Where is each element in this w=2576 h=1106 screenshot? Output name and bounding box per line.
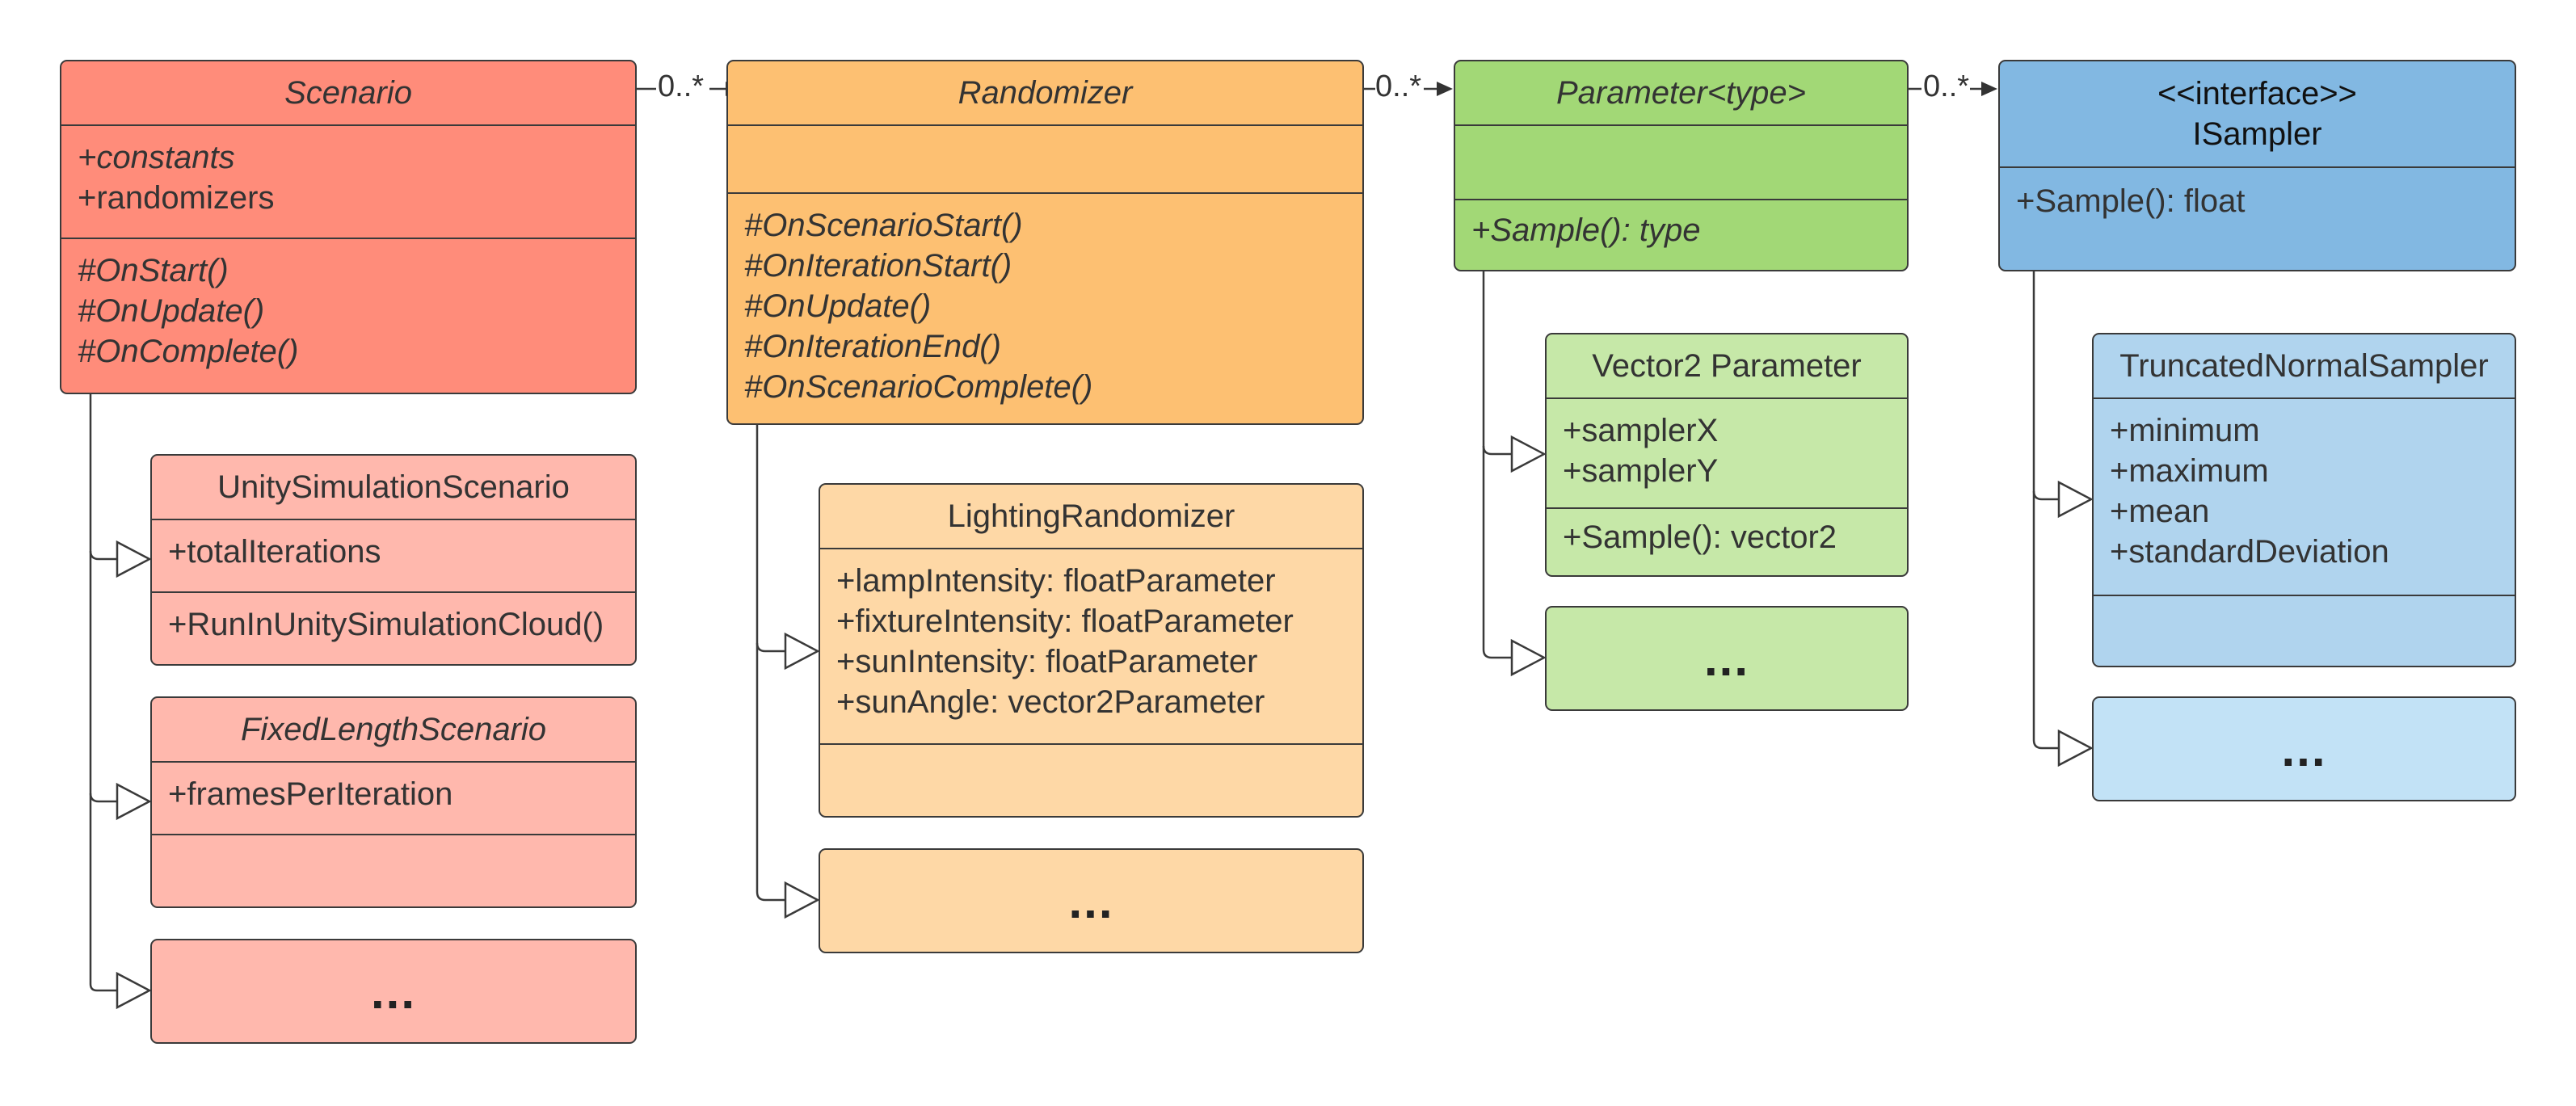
attributes-section: +framesPerIteration	[152, 763, 635, 835]
method: +Sample(): vector2	[1563, 519, 1837, 555]
method: +Sample(): float	[2016, 183, 2246, 219]
attribute: +samplerX	[1563, 413, 1719, 448]
class-parameter-more[interactable]: ...	[1545, 606, 1909, 711]
class-title: Vector2 Parameter	[1547, 334, 1907, 399]
attributes-section: +minimum +maximum +mean +standardDeviati…	[2094, 399, 2515, 596]
attribute: +constants	[78, 140, 235, 175]
inheritance-line-randomizer	[756, 423, 785, 902]
class-title: LightingRandomizer	[820, 485, 1362, 549]
attribute: +totalIterations	[168, 534, 381, 570]
method: +Sample(): type	[1471, 212, 1701, 248]
method: #OnStart()	[78, 253, 229, 288]
attribute: +fixtureIntensity: floatParameter	[836, 603, 1294, 639]
class-truncated-normal-sampler[interactable]: TruncatedNormalSampler +minimum +maximum…	[2092, 333, 2516, 667]
attribute: +mean	[2110, 494, 2210, 529]
inheritance-arrow-scenario-more	[116, 971, 152, 1010]
methods-section: +Sample(): type	[1455, 200, 1907, 250]
methods-section: +Sample(): vector2	[1547, 509, 1907, 557]
ellipsis: ...	[2281, 721, 2327, 776]
attributes-section	[1455, 126, 1907, 200]
stereotype-label: <<interface>>	[2157, 76, 2357, 111]
class-scenario-more[interactable]: ...	[150, 939, 637, 1044]
attribute: +randomizers	[78, 180, 275, 216]
class-vector2-parameter[interactable]: Vector2 Parameter +samplerX +samplerY +S…	[1545, 333, 1909, 577]
class-fixed-length-scenario[interactable]: FixedLengthScenario +framesPerIteration	[150, 696, 637, 908]
class-title: Randomizer	[728, 61, 1362, 126]
inheritance-line-sampler	[2032, 270, 2059, 750]
inheritance-arrow-unity	[116, 540, 152, 578]
attribute: +samplerY	[1563, 453, 1719, 489]
class-randomizer-more[interactable]: ...	[819, 848, 1364, 953]
inheritance-arrow-randomizer-more	[784, 881, 820, 919]
ellipsis: ...	[370, 964, 416, 1019]
class-parameter[interactable]: Parameter<type> +Sample(): type	[1454, 60, 1909, 271]
ellipsis: ...	[1068, 873, 1114, 928]
attribute: +lampIntensity: floatParameter	[836, 563, 1276, 599]
methods-section: +Sample(): float	[2000, 168, 2515, 221]
ellipsis: ...	[1703, 631, 1749, 686]
method: #OnUpdate()	[78, 293, 265, 329]
multiplicity-label: 0..*	[1375, 69, 1422, 103]
attribute: +sunIntensity: floatParameter	[836, 644, 1258, 679]
attribute: +framesPerIteration	[168, 776, 453, 812]
attributes-section: +samplerX +samplerY	[1547, 399, 1907, 509]
method: #OnIterationEnd()	[744, 329, 1001, 364]
attributes-section: +totalIterations	[152, 520, 635, 593]
attribute: +minimum	[2110, 413, 2260, 448]
attributes-section: +constants +randomizers	[61, 126, 635, 239]
multiplicity-label: 0..*	[1923, 69, 1970, 103]
methods-section: +RunInUnitySimulationCloud()	[152, 593, 635, 645]
method: #OnUpdate()	[744, 288, 932, 324]
method: #OnIterationStart()	[744, 248, 1012, 284]
class-title: Parameter<type>	[1455, 61, 1907, 126]
class-header: <<interface>> ISampler	[2000, 61, 2515, 168]
attributes-section: +lampIntensity: floatParameter +fixtureI…	[820, 549, 1362, 745]
attribute: +standardDeviation	[2110, 534, 2389, 570]
class-title: ISampler	[2192, 116, 2322, 152]
attribute: +maximum	[2110, 453, 2269, 489]
methods-section: #OnScenarioStart() #OnIterationStart() #…	[728, 194, 1362, 407]
class-title: Scenario	[61, 61, 635, 126]
class-unity-simulation-scenario[interactable]: UnitySimulationScenario +totalIterations…	[150, 454, 637, 666]
multiplicity-label: 0..*	[658, 69, 705, 103]
method: #OnScenarioStart()	[744, 208, 1023, 243]
inheritance-arrow-truncated	[2057, 480, 2094, 519]
class-title: TruncatedNormalSampler	[2094, 334, 2515, 399]
class-scenario[interactable]: Scenario +constants +randomizers #OnStar…	[60, 60, 637, 394]
method: #OnScenarioComplete()	[744, 369, 1093, 405]
methods-section: #OnStart() #OnUpdate() #OnComplete()	[61, 239, 635, 372]
inheritance-arrow-sampler-more	[2057, 729, 2094, 767]
inheritance-arrow-lighting	[784, 632, 820, 671]
inheritance-arrow-parameter-more	[1510, 638, 1547, 677]
method: #OnComplete()	[78, 334, 299, 369]
attributes-section	[728, 126, 1362, 194]
class-randomizer[interactable]: Randomizer #OnScenarioStart() #OnIterati…	[726, 60, 1364, 425]
class-title: UnitySimulationScenario	[152, 456, 635, 520]
class-lighting-randomizer[interactable]: LightingRandomizer +lampIntensity: float…	[819, 483, 1364, 818]
inheritance-line-parameter	[1482, 270, 1512, 659]
method: +RunInUnitySimulationCloud()	[168, 607, 604, 642]
class-sampler-more[interactable]: ...	[2092, 696, 2516, 801]
inheritance-arrow-vector2	[1510, 435, 1547, 473]
class-title: FixedLengthScenario	[152, 698, 635, 763]
inheritance-arrow-fixed	[116, 782, 152, 821]
class-isampler[interactable]: <<interface>> ISampler +Sample(): float	[1998, 60, 2516, 271]
attribute: +sunAngle: vector2Parameter	[836, 684, 1265, 720]
inheritance-line-scenario	[89, 393, 117, 992]
